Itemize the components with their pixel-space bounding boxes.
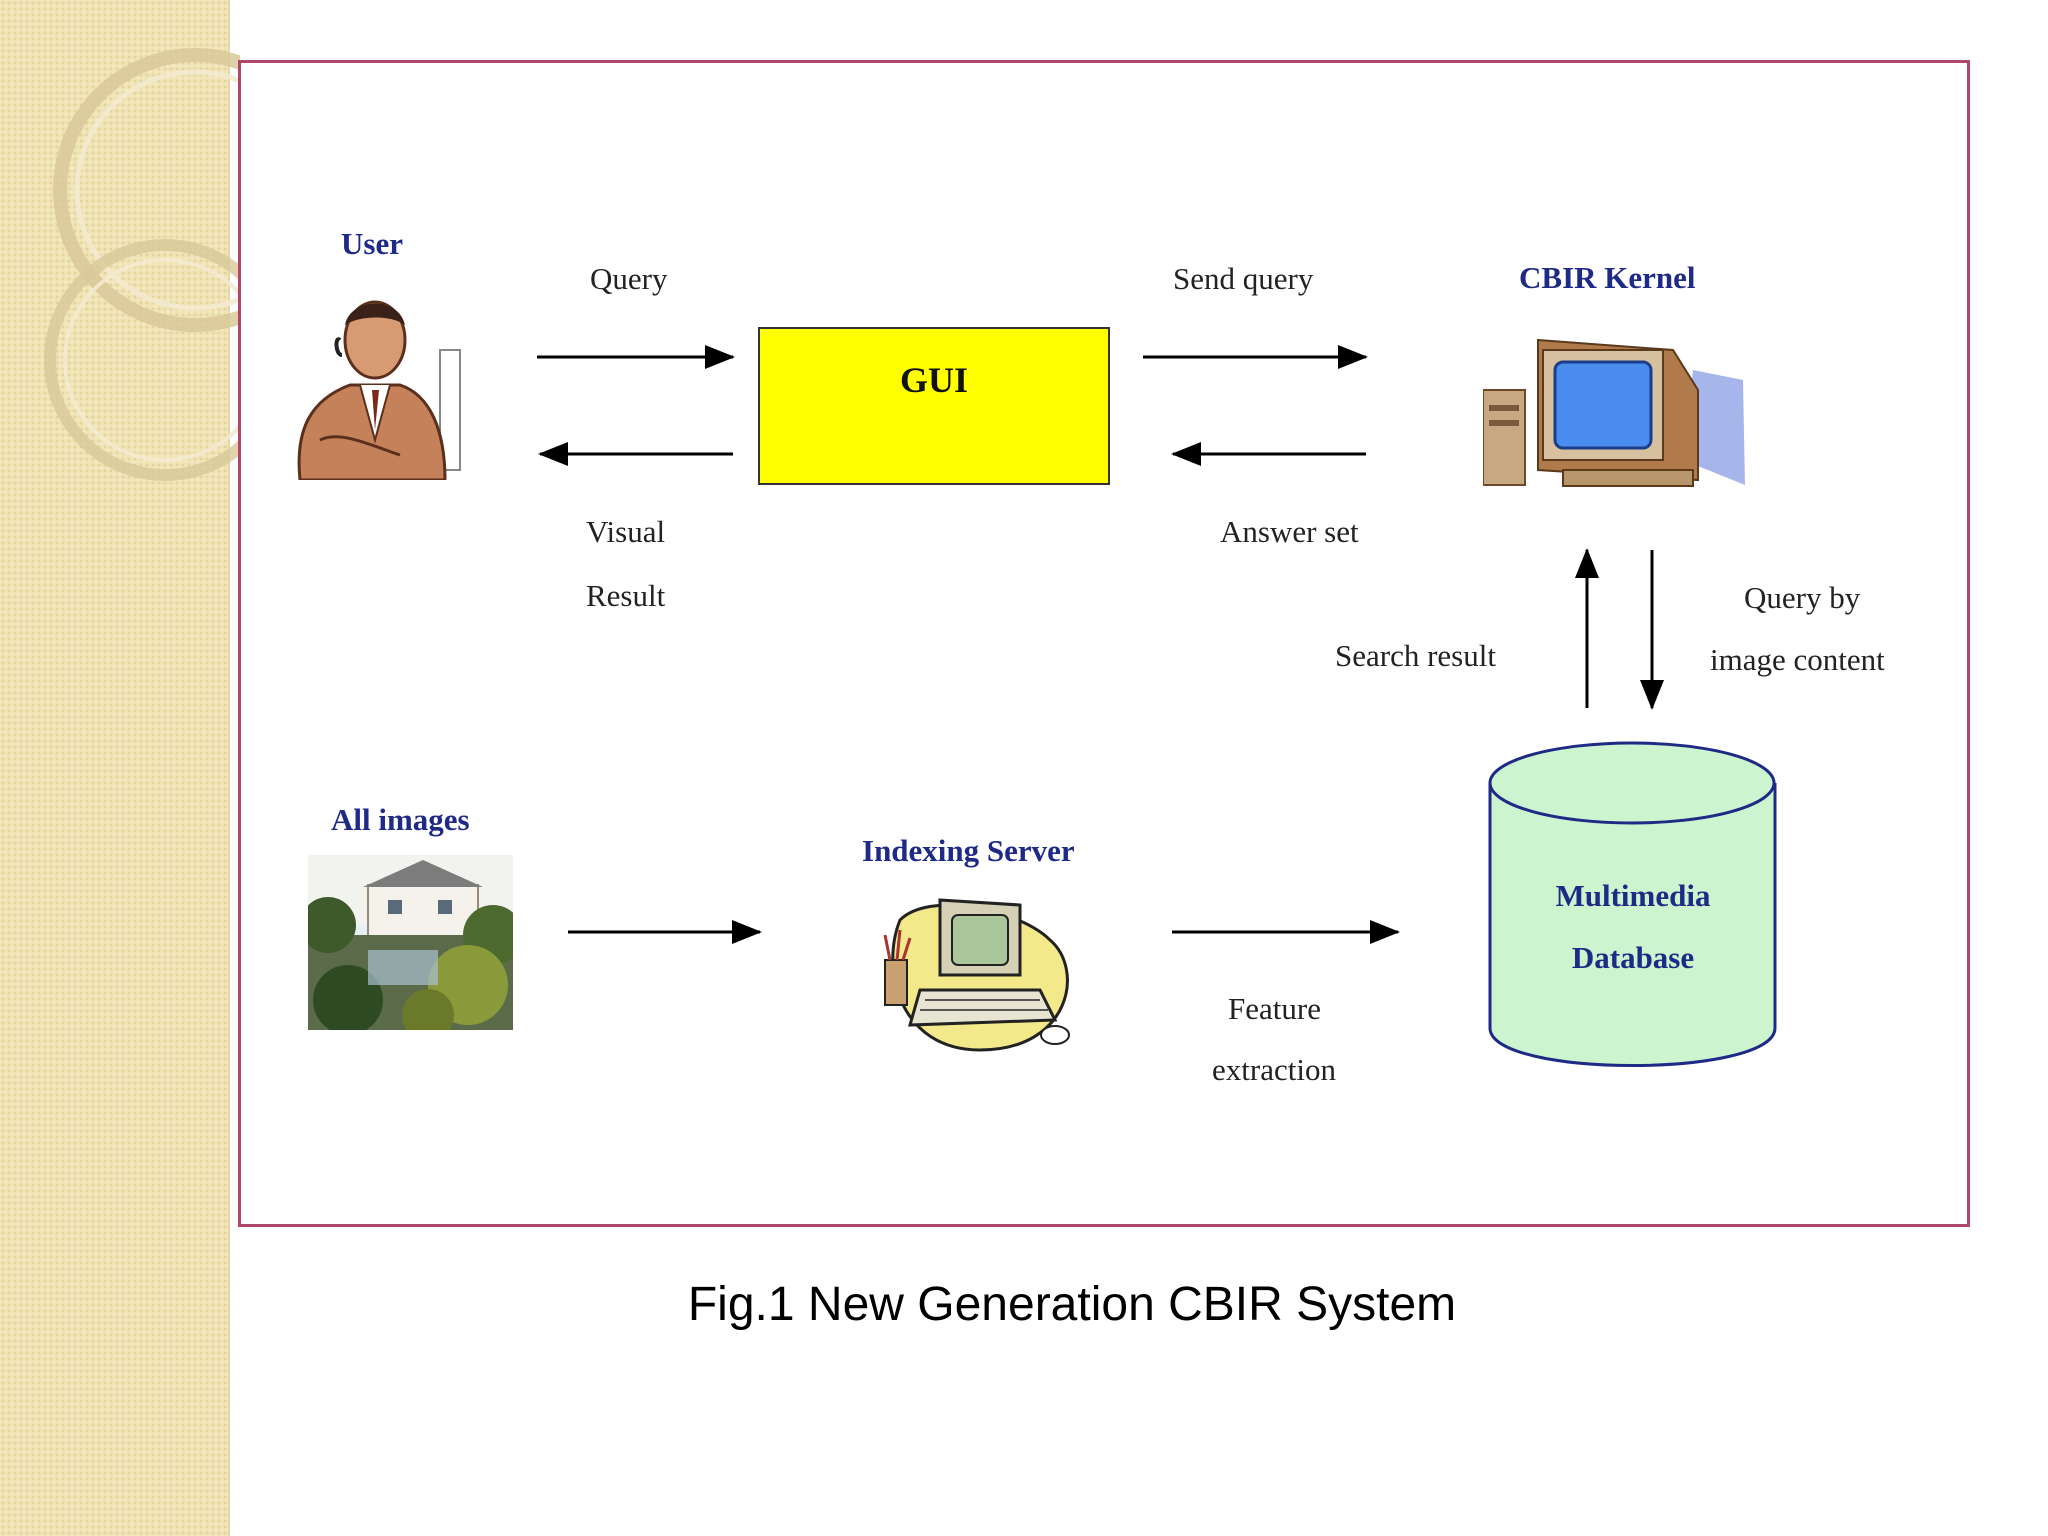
indexing-server-title: Indexing Server (862, 833, 1075, 868)
label-extraction: extraction (1212, 1052, 1336, 1087)
label-feature: Feature (1228, 991, 1321, 1026)
label-result: Result (586, 578, 666, 613)
gui-box: GUI (758, 327, 1110, 485)
database-cylinder (1488, 741, 1777, 1067)
decorative-rings (44, 48, 240, 481)
database-label-line2: Database (1571, 940, 1695, 975)
label-query: Query (590, 261, 668, 296)
cbir-kernel-title: CBIR Kernel (1519, 260, 1696, 295)
computer-icon (1483, 338, 1745, 487)
label-search-result: Search result (1335, 638, 1496, 673)
all-images-title: All images (331, 802, 470, 837)
label-send-query: Send query (1173, 261, 1314, 296)
user-icon (297, 300, 461, 480)
user-title: User (341, 226, 403, 261)
label-query-by: Query by (1744, 580, 1861, 615)
label-image-content: image content (1710, 642, 1885, 677)
figure-caption: Fig.1 New Generation CBIR System (687, 1278, 1457, 1331)
gui-label: GUI (899, 360, 968, 400)
label-answer-set: Answer set (1220, 514, 1359, 549)
database-label-line1: Multimedia (1555, 878, 1711, 913)
landscape-image (308, 855, 513, 1030)
indexing-server-icon (883, 898, 1070, 1052)
label-visual: Visual (586, 514, 666, 549)
